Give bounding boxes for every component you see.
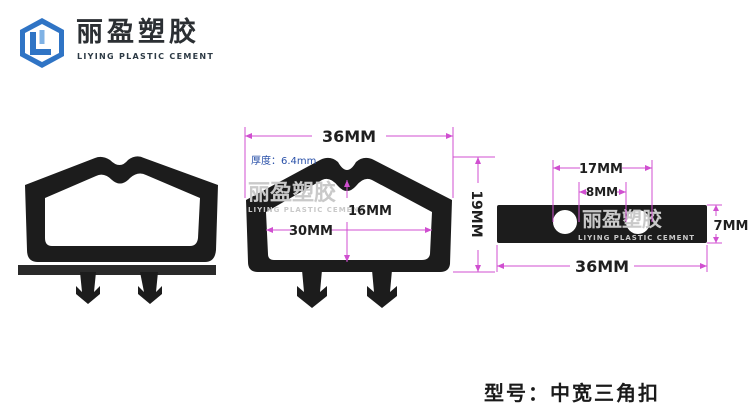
side-length-label: 36MM	[575, 257, 629, 276]
brand-name: 丽盈塑胶	[76, 17, 200, 48]
watermark-cn-side: 丽盈塑胶	[582, 207, 662, 231]
side-hole-diameter-label: 8MM	[586, 185, 618, 199]
front-height-label: 19MM	[468, 190, 484, 237]
model-name: 型号：中宽三角扣	[484, 381, 660, 405]
front-width-label: 36MM	[322, 127, 376, 146]
front-dimension-arrows	[245, 133, 481, 272]
clip-side-view	[497, 205, 707, 243]
watermark-en-side: LIYING PLASTIC CEMENT	[578, 234, 695, 242]
clip-front-view	[246, 157, 452, 308]
clip-perspective-view	[18, 156, 218, 304]
watermark-en-front: LIYING PLASTIC CEMENT	[248, 206, 365, 214]
watermark-cn-front: 丽盈塑胶	[248, 180, 336, 206]
front-inner-width-label: 30MM	[289, 224, 333, 239]
side-hole-span-label: 17MM	[579, 162, 623, 177]
thickness-note: 厚度：6.4mm	[251, 154, 316, 167]
brand-tagline: LIYING PLASTIC CEMENT	[77, 52, 215, 61]
side-dimension-arrows	[497, 165, 719, 269]
side-thickness-label: 7MM	[714, 219, 749, 234]
brand-logo-icon	[20, 18, 64, 68]
front-inner-height-label: 16MM	[348, 204, 392, 219]
